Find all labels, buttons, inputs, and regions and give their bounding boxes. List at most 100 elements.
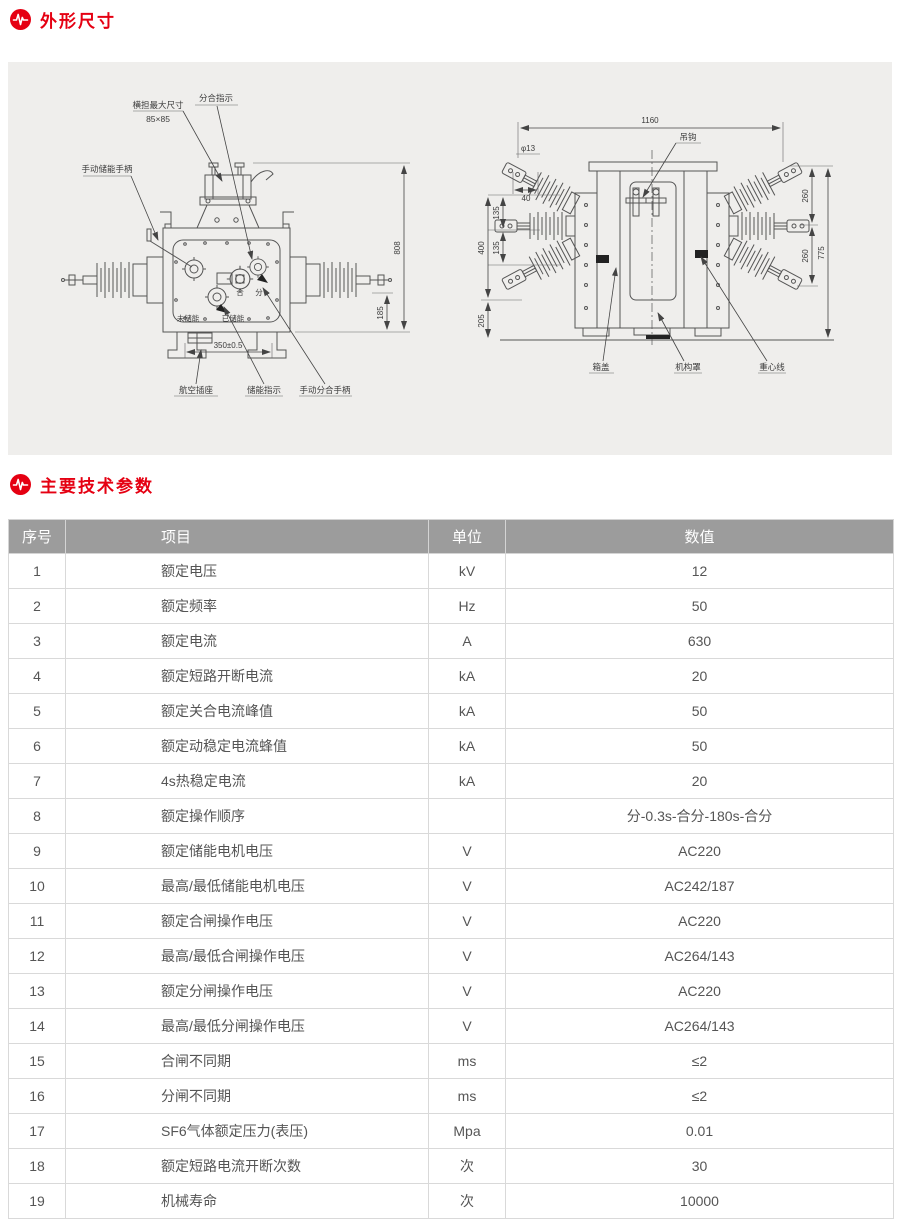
cell-no: 14 xyxy=(8,1008,66,1044)
cell-no: 13 xyxy=(8,973,66,1009)
cell-value: AC220 xyxy=(505,903,894,939)
cell-no: 19 xyxy=(8,1183,66,1219)
outline-drawing-panel: 合 分 未储能 已储能 808 185 350±0.5 横担最大尺寸 85×85… xyxy=(8,62,892,455)
cell-unit: V xyxy=(428,1008,506,1044)
dim-40: 40 xyxy=(522,194,531,203)
cell-item: 额定操作顺序 xyxy=(65,798,429,834)
dim-260b: 260 xyxy=(801,249,810,263)
cell-value: 630 xyxy=(505,623,894,659)
cell-no: 3 xyxy=(8,623,66,659)
cell-value: AC242/187 xyxy=(505,868,894,904)
dim-260a: 260 xyxy=(801,189,810,203)
cell-item: 4s热稳定电流 xyxy=(65,763,429,799)
cell-item: 额定储能电机电压 xyxy=(65,833,429,869)
cell-no: 18 xyxy=(8,1148,66,1184)
cell-unit: 次 xyxy=(428,1148,506,1184)
cell-no: 9 xyxy=(8,833,66,869)
charge-handle-label: 手动储能手柄 xyxy=(81,164,133,174)
cell-unit: Mpa xyxy=(428,1113,506,1149)
dim-135b: 135 xyxy=(492,241,501,255)
socket-label: 航空插座 xyxy=(179,385,214,395)
cell-unit: V xyxy=(428,938,506,974)
header-unit: 单位 xyxy=(428,519,506,554)
cell-no: 7 xyxy=(8,763,66,799)
section-header-outline: 外形尺寸 xyxy=(10,7,116,32)
cell-unit: V xyxy=(428,973,506,1009)
cell-value: ≤2 xyxy=(505,1078,894,1114)
outline-drawings: 合 分 未储能 已储能 808 185 350±0.5 横担最大尺寸 85×85… xyxy=(61,93,834,397)
cell-no: 12 xyxy=(8,938,66,974)
cell-unit: kV xyxy=(428,553,506,589)
dim-185: 185 xyxy=(376,306,385,320)
cell-unit: kA xyxy=(428,763,506,799)
header-no: 序号 xyxy=(8,519,66,554)
dim-135a: 135 xyxy=(492,206,501,220)
front-view: 合 分 未储能 已储能 808 185 350±0.5 横担最大尺寸 85×85… xyxy=(61,93,410,397)
cell-item: 额定短路开断电流 xyxy=(65,658,429,694)
cell-no: 10 xyxy=(8,868,66,904)
cell-value: 20 xyxy=(505,763,894,799)
oc-indicator-label: 分合指示 xyxy=(199,93,233,103)
table-header-row: 序号 项目 单位 数值 xyxy=(8,519,894,554)
dim-400: 400 xyxy=(477,241,486,255)
close-label: 合 xyxy=(236,287,244,297)
cell-value: 12 xyxy=(505,553,894,589)
cell-no: 4 xyxy=(8,658,66,694)
cell-value: 50 xyxy=(505,588,894,624)
cell-unit: Hz xyxy=(428,588,506,624)
cell-value: AC264/143 xyxy=(505,1008,894,1044)
charged-label: 已储能 xyxy=(222,313,245,323)
gravity-line-label: 重心线 xyxy=(759,362,785,372)
dim-205: 205 xyxy=(477,314,486,328)
dim-808: 808 xyxy=(393,241,402,255)
header-item: 项目 xyxy=(65,519,429,554)
cell-no: 2 xyxy=(8,588,66,624)
cell-unit: kA xyxy=(428,658,506,694)
cell-unit: V xyxy=(428,868,506,904)
pulse-icon xyxy=(10,474,31,495)
crossarm-size-label: 85×85 xyxy=(146,114,170,124)
cell-unit: V xyxy=(428,833,506,869)
cell-item: 最高/最低合闸操作电压 xyxy=(65,938,429,974)
cell-item: 最高/最低分闸操作电压 xyxy=(65,1008,429,1044)
cell-value: 分-0.3s-合分-180s-合分 xyxy=(505,798,894,834)
cell-item: 分闸不同期 xyxy=(65,1078,429,1114)
cell-item: 额定合闸操作电压 xyxy=(65,903,429,939)
section-title-outline: 外形尺寸 xyxy=(40,12,116,31)
switch-handle-label: 手动分合手柄 xyxy=(299,385,351,395)
cell-item: 最高/最低储能电机电压 xyxy=(65,868,429,904)
cell-item: 额定短路电流开断次数 xyxy=(65,1148,429,1184)
cell-unit: ms xyxy=(428,1043,506,1079)
cell-unit: ms xyxy=(428,1078,506,1114)
cell-unit: V xyxy=(428,903,506,939)
cell-no: 11 xyxy=(8,903,66,939)
cell-item: 额定电流 xyxy=(65,623,429,659)
cell-no: 8 xyxy=(8,798,66,834)
cell-item: SF6气体额定压力(表压) xyxy=(65,1113,429,1149)
cell-no: 16 xyxy=(8,1078,66,1114)
open-label: 分 xyxy=(255,288,263,297)
cell-value: 30 xyxy=(505,1148,894,1184)
cell-item: 机械寿命 xyxy=(65,1183,429,1219)
cell-item: 额定分闸操作电压 xyxy=(65,973,429,1009)
mech-cover-label: 机构罩 xyxy=(675,362,701,372)
cell-no: 17 xyxy=(8,1113,66,1149)
header-value: 数值 xyxy=(505,519,894,554)
cell-unit: kA xyxy=(428,693,506,729)
side-view: 1160 φ13 40 135 135 400 205 260 260 775 … xyxy=(477,116,834,374)
cell-item: 额定关合电流峰值 xyxy=(65,693,429,729)
